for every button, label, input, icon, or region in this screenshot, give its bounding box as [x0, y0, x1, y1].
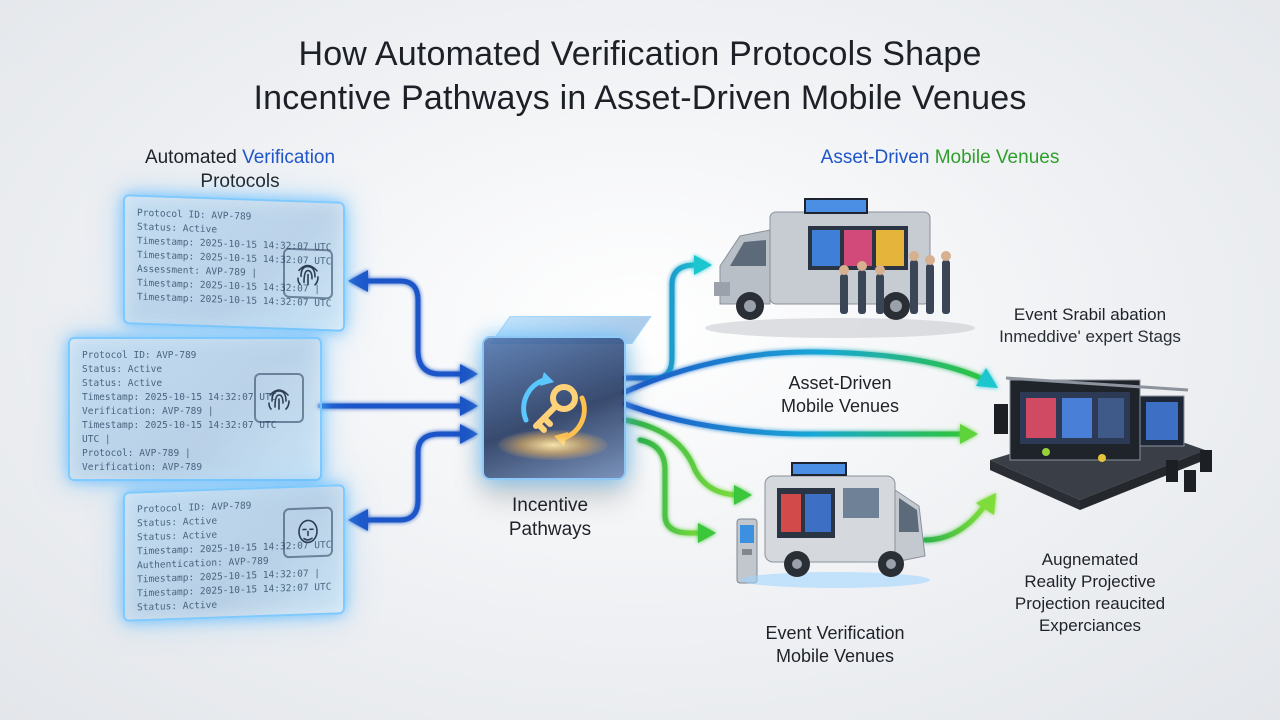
arrowhead-cube-1 [460, 364, 478, 384]
fingerprint-icon [254, 373, 304, 423]
verification-protocols-heading: Automated Verification Protocols [110, 146, 370, 194]
face-scan-icon [283, 506, 333, 559]
incentive-label-line2: Pathways [508, 519, 592, 540]
heading-left-part1: Automated [144, 147, 243, 168]
arrowhead-stage-top [976, 368, 998, 388]
stage-label-line2: Inmeddive' expert Stags [999, 327, 1181, 346]
ar-label-line2: Reality Projective [1024, 572, 1156, 591]
stage-label-line1: Event Srabil abation [1013, 305, 1167, 324]
augmented-reality-label: Augnemated Reality Projective Projection… [990, 549, 1190, 637]
mobile-venues-heading: Asset-Driven Mobile Venues [760, 146, 1120, 170]
panel-line: Timestamp: 2025-10-15 14:32:07 UTC [82, 392, 277, 403]
protocol-panel-1: Protocol ID: AVP-789 Status: Active Time… [123, 194, 345, 332]
panel-line: Verification: AVP-789 | [82, 406, 214, 417]
cube-glow [498, 430, 608, 460]
arrowhead-stage-bottom [976, 493, 996, 515]
arrow-bus-bottom-link [637, 437, 708, 536]
food-truck-illustration [705, 198, 975, 338]
ar-label-line3: Projection reaucited [1014, 594, 1166, 613]
heading-right-part2: Mobile Venues [934, 147, 1060, 168]
event-label-line1: Event Verification [765, 623, 905, 643]
heading-left-part3: Protocols [200, 171, 280, 192]
arrowhead-cube-2 [460, 396, 478, 416]
panel-2-lines: Protocol ID: AVP-789 Status: Active Stat… [82, 349, 276, 475]
shuttle-venue-illustration [740, 462, 930, 588]
panel-line: Protocol ID: AVP-789 [82, 350, 197, 361]
arrowhead-panel1 [348, 270, 368, 292]
arrowhead-stage-mid [960, 424, 978, 444]
panel-line: Verification: AVP-789 [82, 462, 203, 473]
arrowhead-truck [694, 255, 712, 275]
heading-right-part1: Asset-Driven [820, 147, 935, 168]
event-stage-label: Event Srabil abation Inmeddive' expert S… [960, 304, 1220, 348]
arrowhead-bus-bottom [698, 523, 716, 543]
incentive-label-line1: Incentive [511, 495, 589, 516]
event-label-line2: Mobile Venues [775, 646, 895, 666]
verification-kiosk-illustration [736, 518, 758, 584]
event-stage-illustration [990, 376, 1212, 510]
arrow-stage-mid-link [622, 401, 968, 437]
panel-line: Protocol: AVP-789 | [82, 448, 191, 459]
arrowhead-cube-3 [460, 424, 478, 444]
ar-label-line1: Augnemated [1041, 550, 1139, 569]
arrow-panel3-link [362, 431, 473, 523]
mid-label-line1: Asset-Driven [788, 373, 892, 393]
panel-line: UTC | [82, 434, 111, 445]
protocol-panel-2: Protocol ID: AVP-789 Status: Active Stat… [68, 337, 322, 481]
incentive-pathways-label: Incentive Pathways [480, 494, 620, 542]
title-line-2: Incentive Pathways in Asset-Driven Mobil… [253, 79, 1027, 117]
title-line-1: How Automated Verification Protocols Sha… [298, 35, 982, 73]
event-verification-label: Event Verification Mobile Venues [740, 622, 930, 668]
arrowhead-panel3 [348, 509, 368, 531]
arrow-bus-to-stage-link [922, 502, 988, 543]
heading-left-part2: Verification [242, 147, 336, 168]
asset-driven-venues-label: Asset-Driven Mobile Venues [760, 372, 920, 418]
panel-line: Status: Active [82, 364, 163, 375]
arrowhead-bus-top [734, 485, 752, 505]
arrow-stage-top-link [622, 349, 988, 395]
diagram-title: How Automated Verification Protocols Sha… [0, 32, 1280, 120]
fingerprint-icon [283, 247, 333, 300]
panel-line: Status: Active [82, 378, 163, 389]
panel-line: Timestamp: 2025-10-15 14:32:07 UTC [82, 420, 277, 431]
mid-label-line2: Mobile Venues [780, 396, 900, 416]
arrow-bus-top-link [622, 417, 743, 498]
arrow-panel1-link [362, 278, 473, 377]
ar-label-line4: Experciances [1038, 616, 1142, 635]
protocol-panel-3: Protocol ID: AVP-789 Status: Active Stat… [123, 484, 345, 622]
